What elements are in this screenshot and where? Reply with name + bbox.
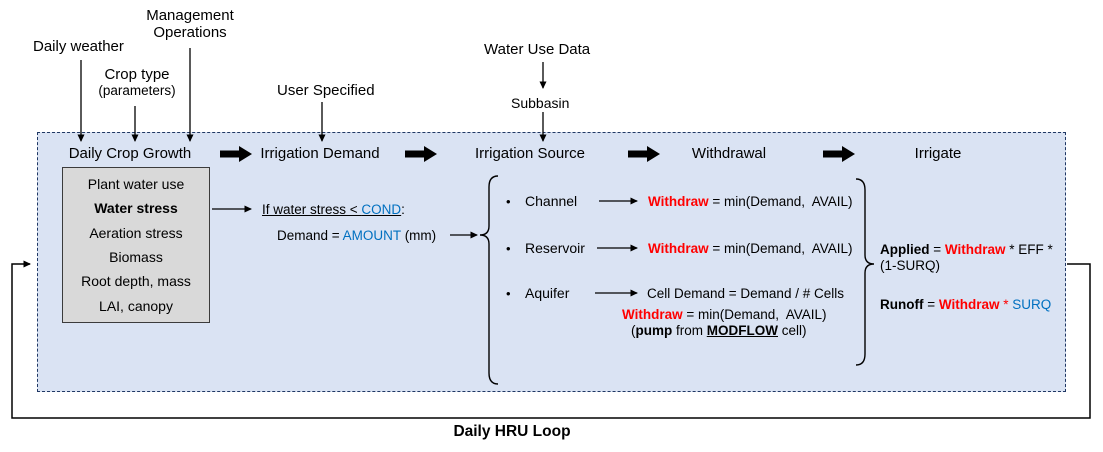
label-management-line2: Operations [153,24,227,41]
demand-equation: Demand = AMOUNT (mm) [277,228,436,244]
crop-var-biomass: Biomass [109,249,163,266]
pump-mid: from [672,323,707,338]
withdraw-term: Withdraw [648,194,709,209]
crop-growth-variables-box: Plant water use Water stress Aeration st… [62,167,210,323]
withdraw-term: Withdraw [944,242,1006,257]
source-item-aquifer: • Aquifer [506,285,569,303]
stage-withdrawal: Withdrawal [691,145,767,162]
runoff-star: * [999,297,1013,312]
label-crop-type-line1: Crop type [104,66,170,83]
label-subbasin: Subbasin [511,95,570,111]
runoff-eq-sign: = [923,297,939,312]
demand-eq-suffix: (mm) [400,228,437,243]
crop-var-aeration-stress: Aeration stress [89,224,183,241]
crop-var-root-depth-mass: Root depth, mass [81,273,191,290]
condition-prefix: If water stress < [262,202,362,217]
bullet-icon: • [506,241,511,256]
pump-close: cell) [778,323,807,338]
stage-irrigation-demand: Irrigation Demand [260,145,380,162]
bullet-icon: • [506,194,511,209]
pump-term: pump [635,323,673,338]
crop-var-water-stress: Water stress [94,200,178,217]
withdraw-term: Withdraw [648,241,709,256]
modflow-term: MODFLOW [706,323,778,338]
stage-irrigate: Irrigate [914,145,962,162]
crop-var-lai-canopy: LAI, canopy [99,297,173,314]
runoff-term: Runoff [880,297,924,312]
channel-withdraw-equation: Withdraw = min(Demand, AVAIL) [648,194,853,210]
applied-term: Applied [880,242,930,257]
label-daily-weather: Daily weather [33,38,124,55]
label-crop-type-line2: (parameters) [98,83,176,98]
source-item-reservoir: • Reservoir [506,240,585,258]
demand-condition: If water stress < COND: [262,202,405,218]
withdraw-term: Withdraw [938,297,1000,312]
label-management-line1: Management [146,7,234,24]
stage-irrigation-source: Irrigation Source [474,145,586,162]
condition-suffix: : [401,202,405,217]
runoff-equation: Runoff = Withdraw * SURQ [880,297,1051,313]
demand-eq-prefix: Demand = [277,228,343,243]
source-aquifer-label: Aquifer [525,285,570,301]
aquifer-pump-note: (pump from MODFLOW cell) [631,323,807,339]
daily-hru-loop-label: Daily HRU Loop [453,423,571,440]
aquifer-withdraw-equation: Withdraw = min(Demand, AVAIL) [622,307,827,323]
reservoir-eq-rhs: = min(Demand, AVAIL) [708,241,853,256]
crop-var-plant-water-use: Plant water use [87,176,185,193]
withdraw-term: Withdraw [622,307,683,322]
reservoir-withdraw-equation: Withdraw = min(Demand, AVAIL) [648,241,853,257]
aquifer-eq-rhs: = min(Demand, AVAIL) [682,307,827,322]
channel-eq-rhs: = min(Demand, AVAIL) [708,194,853,209]
source-item-channel: • Channel [506,193,577,211]
condition-param-cond: COND [361,202,402,217]
applied-eq-sign: = [929,242,945,257]
applied-equation: Applied = Withdraw * EFF * (1-SURQ) [880,242,1064,274]
label-water-use-data: Water Use Data [484,41,591,58]
label-user-specified: User Specified [277,82,375,99]
demand-eq-param-amount: AMOUNT [342,228,401,243]
aquifer-cell-demand-equation: Cell Demand = Demand / # Cells [647,286,844,301]
stage-daily-crop-growth: Daily Crop Growth [68,145,192,162]
label-crop-type: Crop type (parameters) [85,66,189,98]
bullet-icon: • [506,286,511,301]
label-management-operations: Management Operations [138,7,242,41]
source-reservoir-label: Reservoir [525,240,585,256]
surq-term: SURQ [1012,297,1052,312]
source-channel-label: Channel [525,193,578,209]
